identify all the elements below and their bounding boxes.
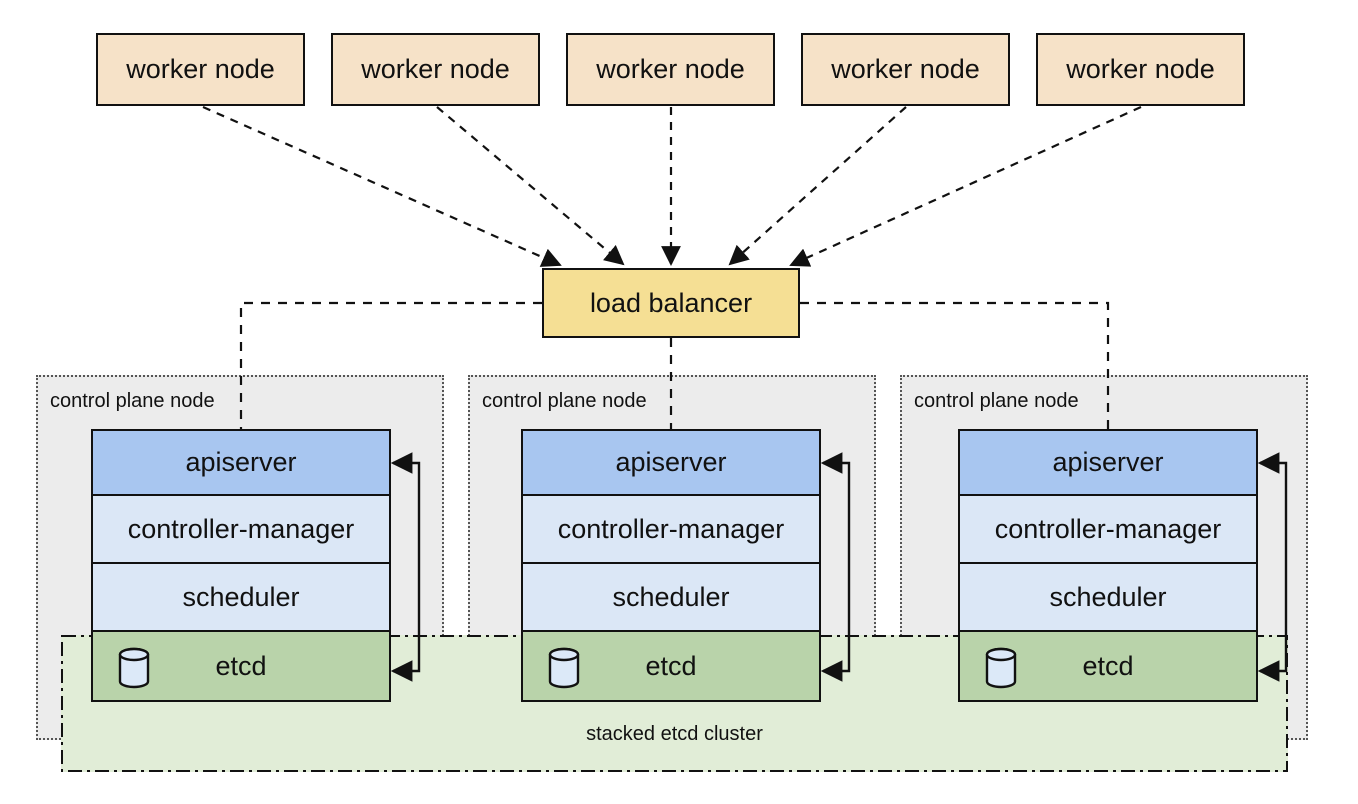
apiserver-label: apiserver	[185, 447, 297, 477]
etcd-box: etcd	[521, 630, 821, 702]
worker-node-label: worker node	[831, 54, 980, 84]
etcd-box: etcd	[91, 630, 391, 702]
apiserver-box: apiserver	[91, 429, 391, 496]
control-plane-stack: apiserver controller-manager scheduler e…	[91, 429, 391, 702]
scheduler-box: scheduler	[521, 562, 821, 632]
load-balancer-label: load balancer	[589, 287, 753, 318]
worker-node-label: worker node	[1066, 54, 1215, 84]
worker-node-box: worker node	[331, 33, 540, 106]
controller-manager-label: controller-manager	[994, 513, 1222, 544]
worker-lb-arrow	[789, 105, 1142, 267]
apiserver-label: apiserver	[1052, 447, 1164, 477]
database-icon	[548, 647, 580, 689]
worker-node-label: worker node	[596, 54, 745, 84]
worker-node-box: worker node	[801, 33, 1010, 106]
scheduler-box: scheduler	[91, 562, 391, 632]
scheduler-box: scheduler	[958, 562, 1258, 632]
etcd-box: etcd	[958, 630, 1258, 702]
apiserver-box: apiserver	[521, 429, 821, 496]
stacked-etcd-cluster-label: stacked etcd cluster	[586, 723, 763, 745]
control-plane-node-label: control plane node	[50, 390, 215, 412]
worker-lb-arrow	[202, 105, 562, 267]
worker-node-box: worker node	[1036, 33, 1245, 106]
control-plane-node-label: control plane node	[914, 390, 1079, 412]
control-plane-stack: apiserver controller-manager scheduler e…	[958, 429, 1258, 702]
stacked-etcd-cluster-border	[61, 635, 1288, 772]
load-balancer-box: load balancer	[542, 268, 800, 338]
etcd-label: etcd	[645, 650, 697, 681]
worker-lb-arrow	[728, 106, 907, 266]
scheduler-label: scheduler	[182, 581, 300, 612]
database-icon	[118, 647, 150, 689]
controller-manager-box: controller-manager	[91, 494, 391, 564]
worker-node-box: worker node	[566, 33, 775, 106]
worker-lb-arrow	[436, 106, 625, 266]
etcd-label: etcd	[215, 650, 267, 681]
controller-manager-label: controller-manager	[127, 513, 355, 544]
worker-node-label: worker node	[126, 54, 275, 84]
controller-manager-box: controller-manager	[958, 494, 1258, 564]
control-plane-node-label: control plane node	[482, 390, 647, 412]
controller-manager-box: controller-manager	[521, 494, 821, 564]
apiserver-label: apiserver	[615, 447, 727, 477]
scheduler-label: scheduler	[1049, 581, 1167, 612]
etcd-label: etcd	[1082, 650, 1134, 681]
control-plane-stack: apiserver controller-manager scheduler e…	[521, 429, 821, 702]
database-icon	[985, 647, 1017, 689]
apiserver-box: apiserver	[958, 429, 1258, 496]
worker-node-label: worker node	[361, 54, 510, 84]
scheduler-label: scheduler	[612, 581, 730, 612]
controller-manager-label: controller-manager	[557, 513, 785, 544]
worker-node-box: worker node	[96, 33, 305, 106]
